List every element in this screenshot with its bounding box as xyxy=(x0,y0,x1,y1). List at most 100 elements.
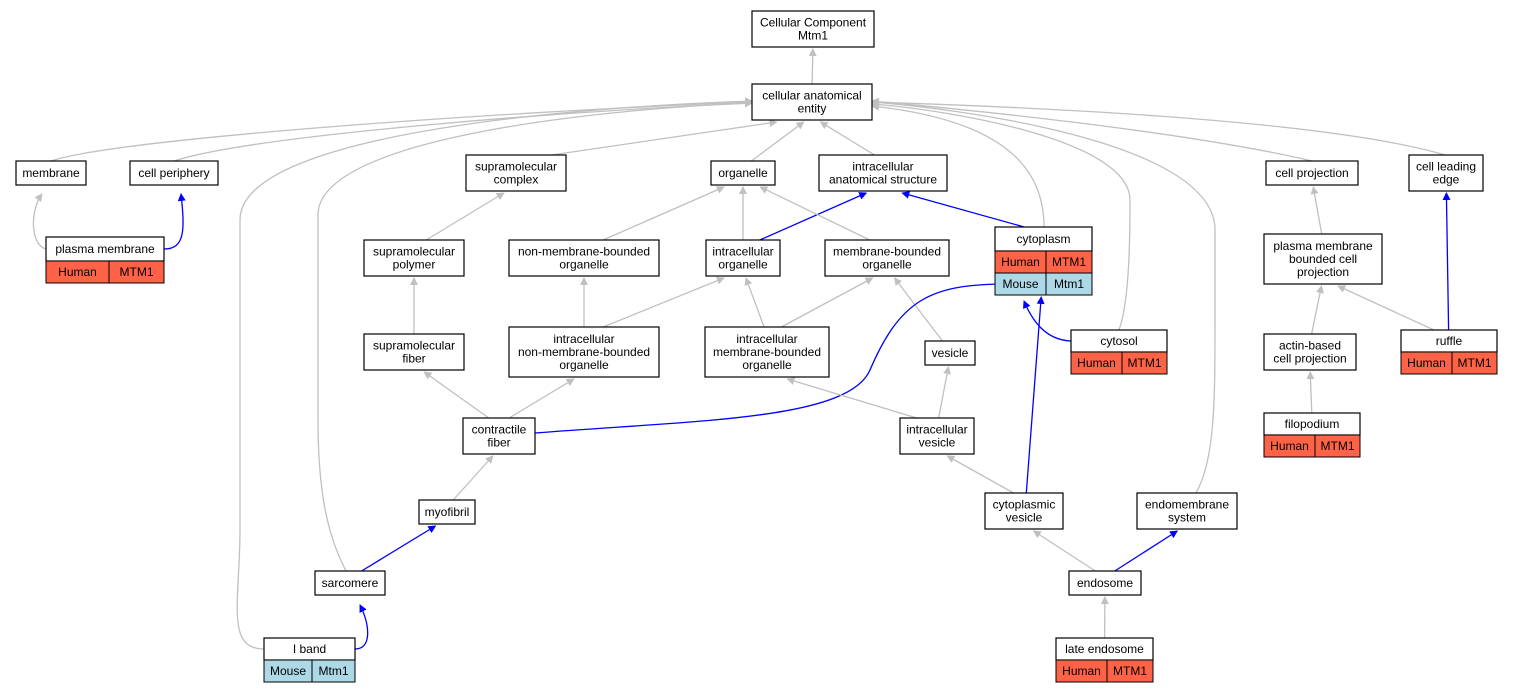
node-sarcomere[interactable]: sarcomere xyxy=(314,570,386,596)
gene-label: MTM1 xyxy=(1458,356,1492,370)
node-cellproj[interactable]: cell projection xyxy=(1265,160,1359,186)
node-label: plasma membrane xyxy=(1273,239,1373,253)
edge-is_a xyxy=(819,121,875,156)
node-box xyxy=(45,236,165,262)
node-box xyxy=(1263,333,1357,371)
node-vesicle[interactable]: vesicle xyxy=(924,340,976,366)
edge-is_a xyxy=(893,277,943,342)
node-label: intracellular xyxy=(906,423,967,437)
edge-is_a xyxy=(236,97,753,650)
node-label: cytosol xyxy=(1100,334,1137,348)
edge-is_a xyxy=(1032,530,1096,572)
edge-part_of xyxy=(901,191,1025,228)
node-label: membrane xyxy=(22,166,80,180)
node-label: endosome xyxy=(1077,576,1133,590)
node-box xyxy=(129,160,219,186)
node-label: endomembrane xyxy=(1145,498,1229,512)
node-label: organelle xyxy=(559,358,609,372)
node-box xyxy=(984,492,1064,530)
node-label: actin-based xyxy=(1279,339,1341,353)
node-box xyxy=(824,239,950,277)
node-label: organelle xyxy=(718,166,768,180)
node-label: contractile xyxy=(472,423,527,437)
edge-part_of xyxy=(1023,300,1072,342)
species-label: Human xyxy=(1270,439,1309,453)
node-box xyxy=(465,154,567,192)
gene-label: Mtm1 xyxy=(319,664,349,678)
edge-is_a xyxy=(1310,285,1324,335)
node-box xyxy=(508,239,660,277)
node-label: cell projection xyxy=(1275,166,1348,180)
node-box xyxy=(363,239,465,277)
edge-is_a xyxy=(508,378,575,419)
node-box xyxy=(710,160,776,186)
node-label: filopodium xyxy=(1285,417,1340,431)
gene-label: Mtm1 xyxy=(1054,277,1084,291)
node-box xyxy=(314,570,386,596)
edge-is_a xyxy=(50,98,753,162)
node-label: cellular anatomical xyxy=(762,89,861,103)
node-box xyxy=(462,417,536,455)
edge-is_a xyxy=(871,98,1216,494)
edge-is_a xyxy=(871,97,1313,162)
node-label: fiber xyxy=(487,436,510,450)
gene-cell xyxy=(108,260,165,284)
edge-is_a xyxy=(423,371,490,419)
edge-part_of xyxy=(1025,296,1045,494)
node-label: cytoplasm xyxy=(1016,232,1070,246)
node-box xyxy=(751,10,875,48)
node-box xyxy=(705,239,781,277)
node-membrane[interactable]: membrane xyxy=(15,160,87,186)
node-label: cell periphery xyxy=(138,166,209,180)
node-myofibril[interactable]: myofibril xyxy=(418,499,476,525)
node-label: Cellular Component xyxy=(760,16,867,30)
node-label: fiber xyxy=(402,352,425,366)
node-label: cytoplasmic xyxy=(993,498,1056,512)
species-label: Human xyxy=(1001,255,1040,269)
edge-is_a xyxy=(937,366,952,419)
node-box xyxy=(924,340,976,366)
node-label: entity xyxy=(798,102,827,116)
node-label: myofibril xyxy=(425,505,470,519)
node-label: organelle xyxy=(559,258,609,272)
edge-is_a xyxy=(602,276,725,328)
edge-is_a xyxy=(871,98,1446,156)
node-label: complex xyxy=(494,173,539,187)
gene-cell xyxy=(1045,272,1093,296)
species-label: Mouse xyxy=(270,664,306,678)
edge-is_a xyxy=(871,100,1131,331)
node-cellper[interactable]: cell periphery xyxy=(129,160,219,186)
node-label: non-membrane-bounded xyxy=(518,245,650,259)
node-organelle[interactable]: organelle xyxy=(710,160,776,186)
node-label: projection xyxy=(1297,265,1349,279)
node-inmbo[interactable]: intracellularnon-membrane-boundedorganel… xyxy=(508,326,660,378)
edge-part_of xyxy=(759,192,868,241)
node-box xyxy=(751,83,873,121)
node-label: vesicle xyxy=(1006,511,1043,525)
node-endosome[interactable]: endosome xyxy=(1068,570,1142,596)
